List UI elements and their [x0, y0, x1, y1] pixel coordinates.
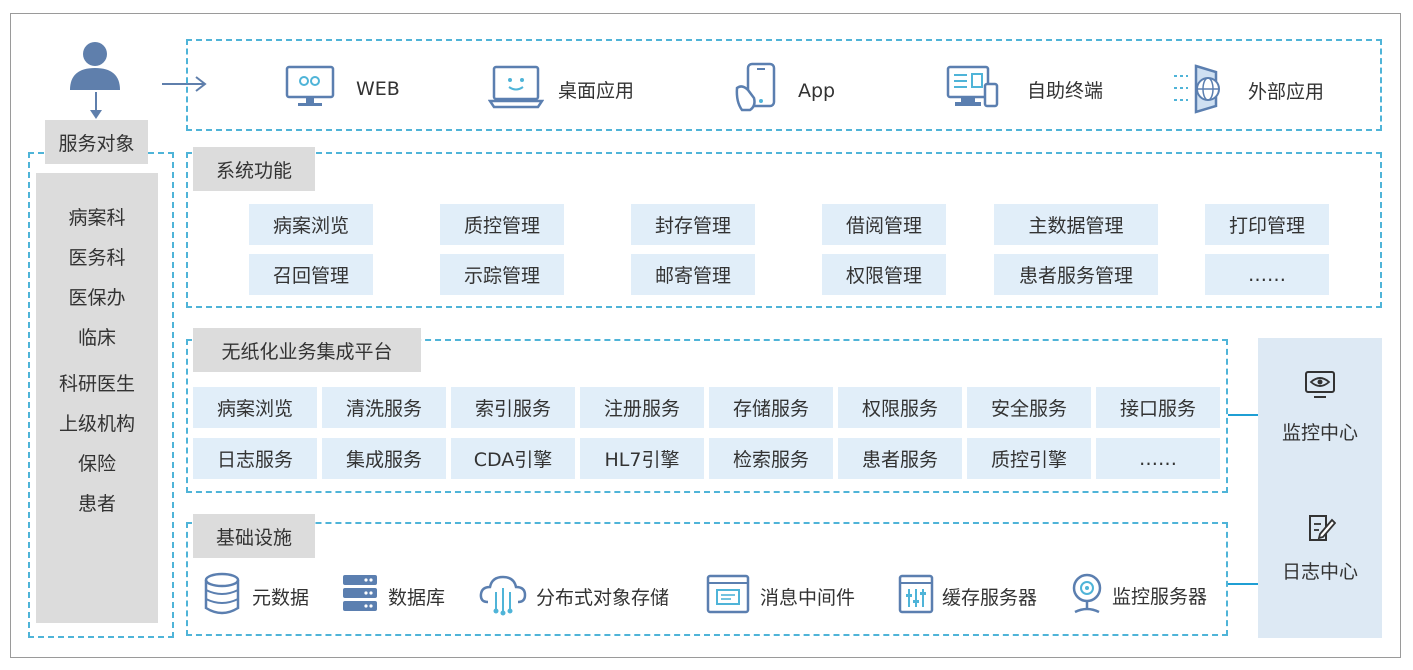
- audience-item: 上级机构: [58, 413, 135, 435]
- function-item: 召回管理: [249, 254, 373, 295]
- monitor-log-panel: 监控中心 日志中心: [1258, 338, 1382, 638]
- infra-message-middleware: 消息中间件: [706, 574, 855, 619]
- user-down-arrow: [88, 92, 104, 120]
- function-item: 封存管理: [631, 204, 755, 245]
- monitor-center-label: 监控中心: [1281, 422, 1358, 444]
- cache-server-icon: [898, 574, 934, 619]
- infra-cache-server: 缓存服务器: [898, 574, 1037, 619]
- infrastructure-region: [186, 522, 1228, 636]
- mobile-app-icon: [734, 62, 780, 119]
- audience-item: 患者: [77, 493, 116, 515]
- function-item: 邮寄管理: [631, 254, 755, 295]
- platform-service: CDA引擎: [451, 438, 575, 479]
- function-item: 权限管理: [822, 254, 946, 295]
- platform-title: 无纸化业务集成平台: [193, 328, 421, 372]
- platform-region: [186, 339, 1228, 493]
- connector-line: [1228, 583, 1258, 585]
- channel-terminal: 自助终端: [945, 64, 1103, 115]
- desktop-app-icon: [487, 64, 545, 115]
- infra-label: 监控服务器: [1112, 586, 1208, 608]
- audience-item: 保险: [77, 453, 116, 475]
- message-window-icon: [706, 574, 750, 619]
- channel-label: App: [798, 79, 836, 102]
- function-item: 示踪管理: [440, 254, 564, 295]
- platform-service: 患者服务: [838, 438, 962, 479]
- platform-service: 集成服务: [322, 438, 446, 479]
- server-icon: [340, 572, 380, 621]
- channel-label: 自助终端: [1027, 80, 1104, 102]
- self-service-terminal-icon: [945, 64, 999, 115]
- channel-region: [186, 39, 1382, 131]
- cloud-storage-icon: [478, 572, 528, 621]
- infra-label: 元数据: [252, 587, 310, 609]
- channel-app: App: [734, 62, 835, 119]
- channel-label: WEB: [356, 77, 400, 100]
- log-center-label: 日志中心: [1281, 561, 1358, 583]
- function-item: 打印管理: [1205, 204, 1329, 245]
- database-stack-icon: [202, 572, 242, 621]
- globe-external-icon: [1172, 62, 1232, 119]
- function-item: 主数据管理: [994, 204, 1158, 245]
- audience-item: 病案科: [68, 207, 126, 229]
- platform-service: 权限服务: [838, 387, 962, 428]
- platform-service: 日志服务: [193, 438, 317, 479]
- channel-label: 外部应用: [1248, 81, 1325, 103]
- audience-list: 病案科 医务科 医保办 临床 科研医生 上级机构 保险 患者: [36, 173, 158, 623]
- audience-item: 科研医生: [58, 373, 135, 395]
- platform-service: 索引服务: [451, 387, 575, 428]
- infra-label: 消息中间件: [760, 587, 856, 609]
- platform-service: ……: [1096, 438, 1220, 479]
- platform-service: 安全服务: [967, 387, 1091, 428]
- webcam-icon: [1070, 572, 1104, 619]
- platform-service: 存储服务: [709, 387, 833, 428]
- platform-service: 质控引擎: [967, 438, 1091, 479]
- platform-service: 检索服务: [709, 438, 833, 479]
- channel-external: 外部应用: [1172, 62, 1324, 119]
- user-right-arrow: [160, 74, 208, 94]
- infra-label: 数据库: [388, 587, 446, 609]
- platform-service: HL7引擎: [580, 438, 704, 479]
- audience-item: 医保办: [68, 287, 126, 309]
- infra-label: 分布式对象存储: [536, 587, 670, 609]
- connector-line: [1228, 414, 1258, 416]
- function-item: 病案浏览: [249, 204, 373, 245]
- platform-service: 病案浏览: [193, 387, 317, 428]
- diagram-frame: [10, 13, 1401, 658]
- infra-object-storage: 分布式对象存储: [478, 572, 669, 621]
- system-function-region: [186, 152, 1382, 308]
- channel-desktop: 桌面应用: [487, 64, 635, 115]
- infra-monitor-server: 监控服务器: [1070, 572, 1207, 619]
- audience-item: 临床: [77, 327, 116, 349]
- function-item: 借阅管理: [822, 204, 946, 245]
- platform-service: 接口服务: [1096, 387, 1220, 428]
- infra-label: 缓存服务器: [942, 587, 1038, 609]
- infra-database: 数据库: [340, 572, 445, 621]
- user-icon: [66, 40, 124, 92]
- system-function-title: 系统功能: [193, 147, 315, 191]
- audience-item: 医务科: [68, 247, 126, 269]
- infrastructure-title: 基础设施: [193, 514, 315, 558]
- function-item: 患者服务管理: [994, 254, 1158, 295]
- service-target-title: 服务对象: [45, 120, 148, 164]
- edit-log-icon: [1306, 512, 1337, 548]
- monitor-icon: [284, 64, 336, 113]
- platform-service: 注册服务: [580, 387, 704, 428]
- platform-service: 清洗服务: [322, 387, 446, 428]
- function-item: ……: [1205, 254, 1329, 295]
- function-item: 质控管理: [440, 204, 564, 245]
- channel-label: 桌面应用: [558, 80, 635, 102]
- channel-web: WEB: [284, 64, 400, 113]
- eye-monitor-icon: [1304, 370, 1336, 404]
- infra-metadata: 元数据: [202, 572, 309, 621]
